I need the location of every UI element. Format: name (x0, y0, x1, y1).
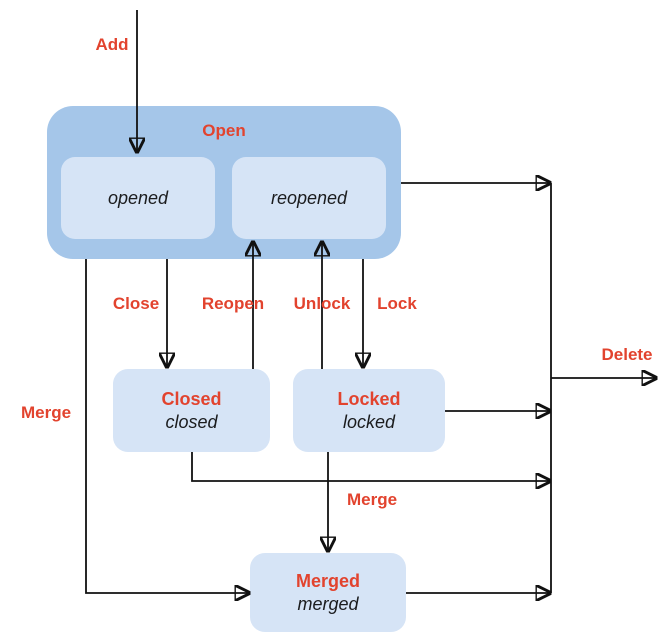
state-reopened-label: reopened (270, 187, 348, 208)
transition-label-unlock: Unlock (293, 294, 351, 313)
state-group-open-label: Open (202, 121, 246, 140)
transition-label-close: Close (112, 294, 160, 313)
transition-label-merge-middle: Merge (346, 490, 398, 509)
state-merged-subtitle: merged (297, 593, 359, 614)
state-closed-title: Closed (161, 388, 222, 409)
state-locked: Locked locked (293, 369, 445, 452)
arrow-closed-to-delete (191, 452, 550, 481)
transition-label-lock: Lock (377, 294, 417, 313)
state-locked-subtitle: locked (342, 411, 396, 432)
state-locked-title: Locked (337, 388, 401, 409)
transition-label-delete: Delete (601, 345, 653, 364)
state-opened: opened (61, 157, 215, 239)
state-reopened: reopened (232, 157, 386, 239)
state-closed-subtitle: closed (165, 411, 218, 432)
transition-label-add: Add (95, 35, 129, 54)
arrow-merge-left (85, 259, 249, 593)
transition-label-reopen: Reopen (201, 294, 265, 313)
state-closed: Closed closed (113, 369, 270, 452)
state-opened-label: opened (107, 187, 169, 208)
transition-label-merge-left: Merge (20, 403, 72, 422)
state-merged: Merged merged (250, 553, 406, 632)
state-merged-title: Merged (295, 570, 360, 591)
